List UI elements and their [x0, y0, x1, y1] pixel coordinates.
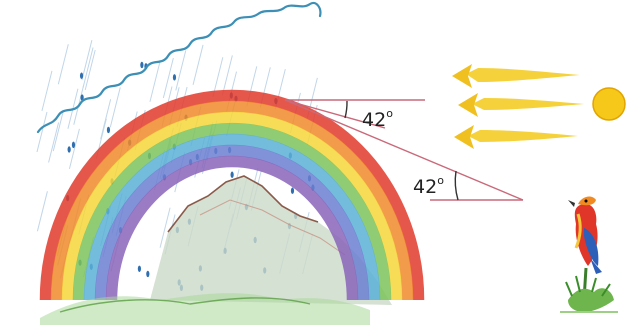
- sun-ray-arrow-icon: [454, 125, 578, 149]
- rain-drop: [231, 172, 234, 178]
- rain-drop: [72, 142, 75, 148]
- rain-streak: [37, 191, 47, 231]
- sun-ray-arrow-icon: [452, 64, 580, 88]
- rain-streak: [150, 62, 160, 102]
- rain-streak: [69, 129, 79, 169]
- rain-drop: [68, 146, 71, 152]
- plant-icon: [560, 268, 618, 312]
- sun-ray-arrow-icon: [458, 93, 584, 117]
- rain-streak: [110, 87, 120, 127]
- rain-drop: [107, 127, 110, 133]
- rain-drop: [173, 74, 176, 80]
- rain-drop: [146, 271, 149, 277]
- rain-streak: [58, 44, 68, 84]
- rain-streak: [42, 71, 52, 111]
- bird-icon: [568, 197, 602, 274]
- sun-icon: [593, 88, 625, 120]
- rain-drop: [291, 188, 294, 194]
- rain-streak: [85, 50, 95, 90]
- rain-drop: [138, 266, 141, 272]
- rain-streak: [193, 45, 203, 85]
- rain-streak: [101, 99, 111, 139]
- lower-angle-label: 42o: [413, 174, 444, 198]
- sun-rays: [452, 64, 584, 149]
- rain-drop: [140, 62, 143, 68]
- rain-streak: [222, 55, 232, 95]
- rain-drop: [80, 73, 83, 79]
- upper-angle-label: 42o: [362, 107, 393, 131]
- upper-angle-arc: [345, 101, 347, 118]
- lower-angle-arc: [455, 171, 458, 200]
- rain-streak: [176, 50, 186, 90]
- rain-streak: [49, 122, 59, 162]
- rain-streak: [163, 58, 173, 98]
